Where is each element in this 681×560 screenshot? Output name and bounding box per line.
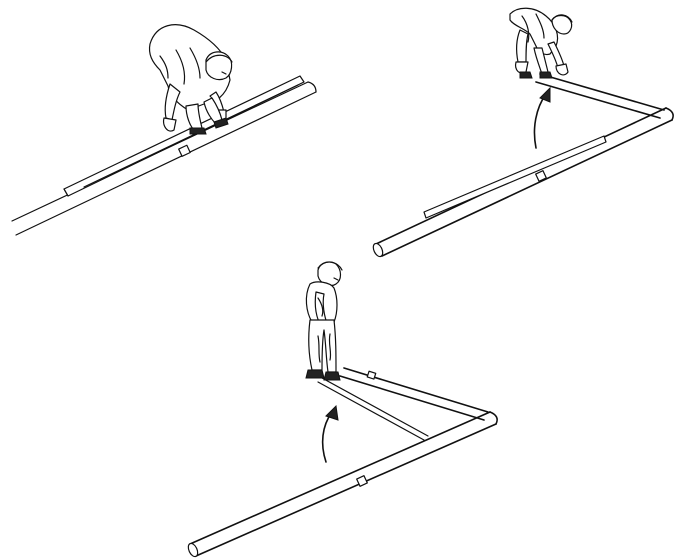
- l-pipe-3: [187, 367, 498, 558]
- worker-standing-icon: [305, 261, 343, 381]
- rotation-arrow-icon-3: [321, 404, 339, 463]
- coupling-clamp-1: [178, 144, 191, 157]
- l-pipe-2: [372, 73, 674, 258]
- panel-step-2: [372, 7, 674, 258]
- worker-bending-icon: [148, 24, 233, 135]
- coupling-clamp-2: [535, 170, 547, 182]
- coupling-clamp-3: [356, 370, 377, 487]
- panel-step-3: [187, 261, 498, 558]
- ground-pipe-1: [11, 81, 317, 236]
- panel-step-1: [11, 24, 317, 236]
- worker-lifting-icon: [509, 7, 573, 79]
- rotation-arrow-icon: [533, 86, 551, 149]
- pipe-section-2: [423, 135, 607, 219]
